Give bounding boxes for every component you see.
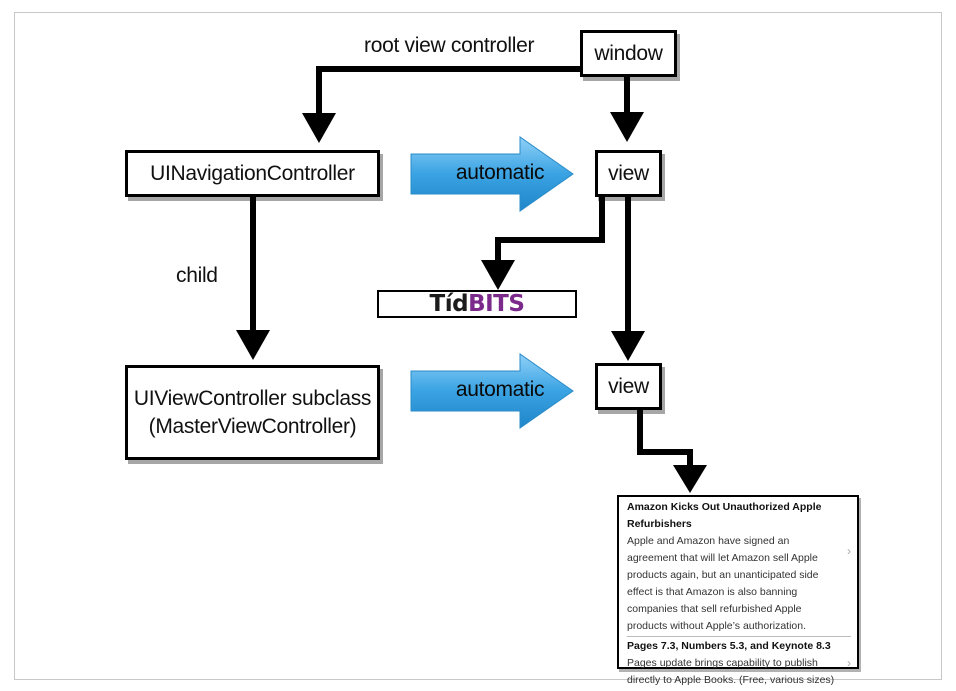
child-arrowhead <box>236 330 270 360</box>
window-node-label: window <box>594 41 663 65</box>
view-to-news-arrowhead <box>673 465 707 493</box>
view-node-bottom: view <box>595 363 662 410</box>
news-divider <box>627 636 851 637</box>
child-label: child <box>176 264 218 287</box>
news-list-item[interactable]: Pages 7.3, Numbers 5.3, and Keynote 8.3 … <box>627 638 851 689</box>
view-top-label: view <box>608 161 649 185</box>
news-item-body: Apple and Amazon have signed an agreemen… <box>627 535 819 632</box>
chevron-right-icon: › <box>847 544 851 558</box>
window-to-view-arrowhead <box>610 112 644 142</box>
view-bottom-label: view <box>608 374 649 398</box>
vc-subclass-line1: UIViewController subclass <box>133 387 372 411</box>
view-to-tidbits-connector <box>495 197 605 262</box>
automatic-arrow-bottom <box>410 353 574 429</box>
chevron-right-icon: › <box>847 656 851 670</box>
root-view-controller-label: root view controller <box>364 34 535 57</box>
automatic-label-top: automatic <box>455 161 545 184</box>
news-item-title: Amazon Kicks Out Unauthorized Apple Refu… <box>627 501 822 530</box>
view-controller-subclass-node: UIViewController subclass (MasterViewCon… <box>125 365 380 460</box>
view-to-news-connector <box>637 410 693 467</box>
vc-subclass-line2: (MasterViewController) <box>148 414 357 438</box>
view-to-view-arrowhead <box>611 331 645 361</box>
window-node: window <box>580 30 677 77</box>
news-list-item[interactable]: Amazon Kicks Out Unauthorized Apple Refu… <box>627 499 851 635</box>
root-vc-connector <box>316 66 580 115</box>
view-to-tidbits-arrowhead <box>481 260 515 290</box>
tidbits-logo-part2: BITS <box>468 291 525 317</box>
tidbits-logo-part1: Tíd <box>429 291 469 317</box>
automatic-label-bottom: automatic <box>455 378 545 401</box>
automatic-arrow-top <box>410 136 574 212</box>
news-item-body: Pages update brings capability to publis… <box>627 657 835 686</box>
figure-frame <box>14 12 942 680</box>
news-item-title: Pages 7.3, Numbers 5.3, and Keynote 8.3 <box>627 640 831 652</box>
navigation-controller-node: UINavigationController <box>125 150 380 197</box>
root-vc-arrowhead <box>302 113 336 143</box>
news-list: Amazon Kicks Out Unauthorized Apple Refu… <box>617 495 859 686</box>
view-node-top: view <box>595 150 662 197</box>
navigation-controller-label: UINavigationController <box>150 161 355 185</box>
